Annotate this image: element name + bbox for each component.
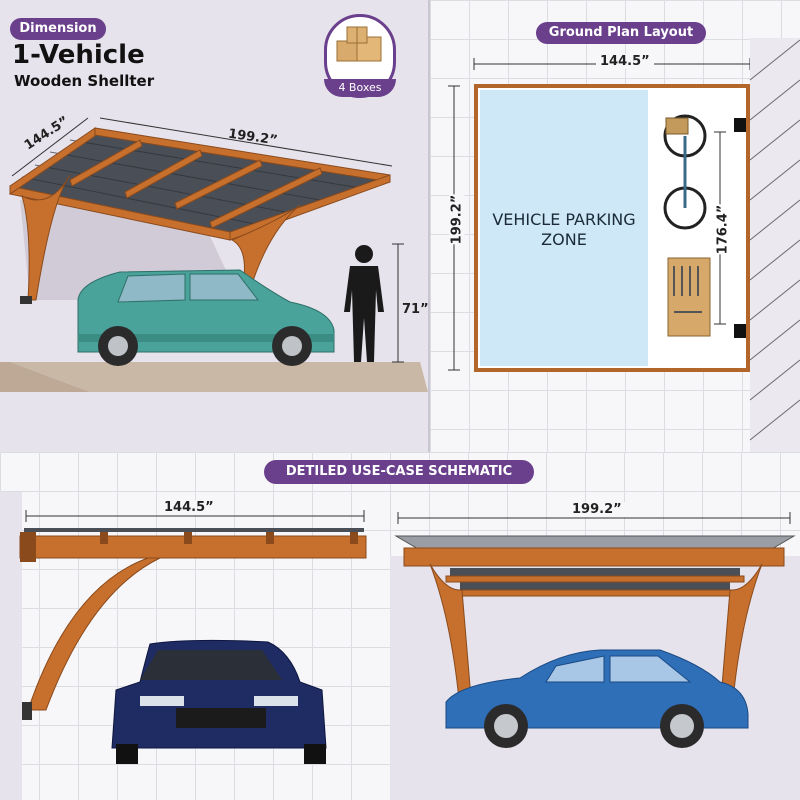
product-title: 1-Vehicle bbox=[12, 40, 145, 70]
parking-zone-line2: ZONE bbox=[541, 230, 587, 249]
front-beam bbox=[403, 547, 785, 567]
boxes-icon bbox=[336, 26, 382, 62]
plan-width-label: 144.5” bbox=[596, 54, 654, 69]
front-length-label: 199.2” bbox=[568, 502, 626, 517]
schematic-panel: DETILED USE-CASE SCHEMATIC bbox=[0, 452, 800, 800]
height-dimension-label: 71” bbox=[402, 302, 428, 317]
front-view-illustration bbox=[390, 512, 800, 800]
carport-perspective-illustration bbox=[0, 117, 428, 392]
vehicle-parking-zone bbox=[480, 90, 648, 366]
vertical-divider bbox=[428, 0, 430, 452]
ground-slab bbox=[10, 362, 428, 392]
blue-sedan-car bbox=[445, 649, 749, 748]
product-subtitle: Wooden Shellter bbox=[14, 72, 155, 90]
boxes-label: 4 Boxes bbox=[324, 79, 396, 97]
ground-plan-panel: Ground Plan Layout bbox=[430, 0, 800, 452]
plan-badge: Ground Plan Layout bbox=[536, 22, 706, 44]
person-silhouette bbox=[344, 245, 384, 362]
left-curved-post bbox=[21, 174, 71, 301]
parking-zone-line1: VEHICLE PARKING bbox=[492, 210, 636, 229]
right-curved-post bbox=[230, 204, 301, 291]
bicycle bbox=[663, 114, 707, 230]
dimension-badge: Dimension bbox=[10, 18, 106, 40]
navy-car-front bbox=[111, 639, 327, 764]
side-width-label: 144.5” bbox=[160, 500, 218, 515]
side-wall-left bbox=[0, 492, 22, 800]
plan-wall-label: 176.4” bbox=[715, 204, 731, 255]
schematic-badge: DETILED USE-CASE SCHEMATIC bbox=[264, 460, 534, 484]
parking-zone-label: VEHICLE PARKING ZONE bbox=[480, 210, 648, 250]
boxes-badge: 4 Boxes bbox=[324, 14, 396, 98]
side-view-illustration bbox=[0, 492, 367, 800]
dimension-panel: Dimension 1-Vehicle Wooden Shellter 4 Bo… bbox=[0, 0, 428, 452]
green-hatchback-car bbox=[77, 269, 335, 366]
side-beam bbox=[19, 535, 367, 559]
roof-panel bbox=[10, 128, 390, 232]
plan-length-label: 199.2” bbox=[449, 194, 465, 245]
side-wall bbox=[750, 38, 800, 452]
ground-plan-drawing bbox=[448, 38, 800, 452]
